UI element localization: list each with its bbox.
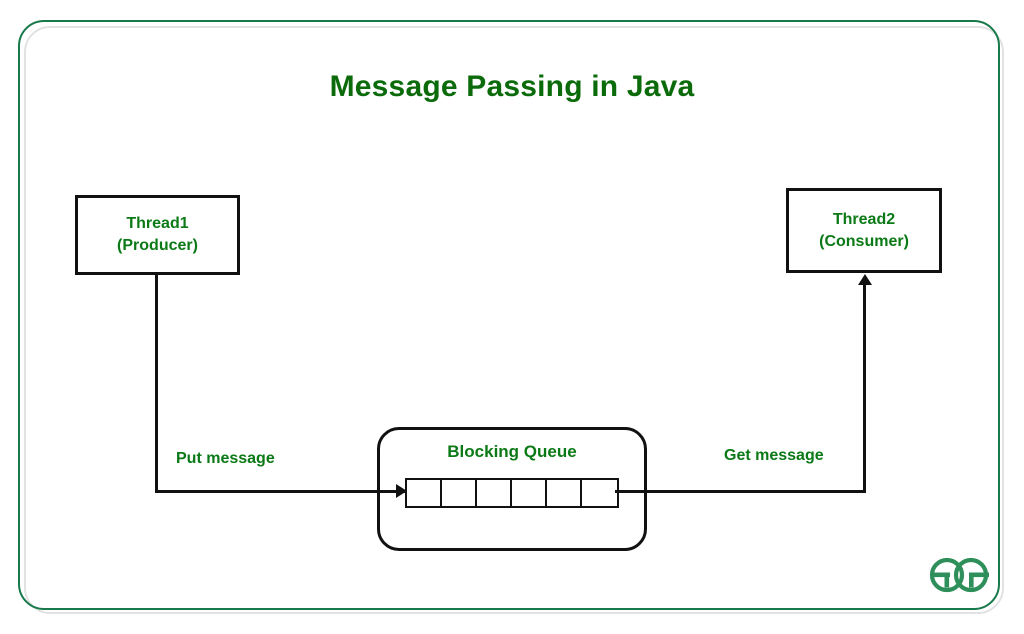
node-thread2-line2: (Consumer)	[819, 232, 909, 250]
queue-cell	[512, 480, 547, 506]
page-title: Message Passing in Java	[329, 70, 695, 103]
node-thread1-producer: Thread1 (Producer)	[75, 195, 240, 275]
geeksforgeeks-logo-icon	[929, 557, 989, 593]
queue-cell	[582, 480, 617, 506]
queue-cell	[477, 480, 512, 506]
put-edge-arrowhead-icon	[396, 484, 407, 498]
queue-cell	[442, 480, 477, 506]
get-edge-arrowhead-icon	[858, 274, 872, 285]
put-edge-horizontal-segment	[155, 490, 407, 493]
queue-cell-row	[405, 478, 619, 508]
get-message-label: Get message	[724, 447, 824, 464]
node-thread2-consumer: Thread2 (Consumer)	[786, 188, 942, 273]
node-thread1-line2: (Producer)	[117, 237, 198, 254]
get-edge-vertical-segment	[863, 277, 866, 493]
put-edge-vertical-segment	[155, 275, 158, 493]
queue-cell	[547, 480, 582, 506]
frame-border	[18, 20, 1000, 610]
frame-inner-shadow	[24, 26, 1004, 614]
get-edge-horizontal-segment	[615, 490, 866, 493]
put-message-label: Put message	[176, 450, 275, 467]
blocking-queue-label: Blocking Queue	[447, 442, 577, 461]
node-thread1-line1: Thread1	[126, 215, 189, 233]
node-thread2-line1: Thread2	[832, 210, 896, 228]
queue-cell	[407, 480, 442, 506]
